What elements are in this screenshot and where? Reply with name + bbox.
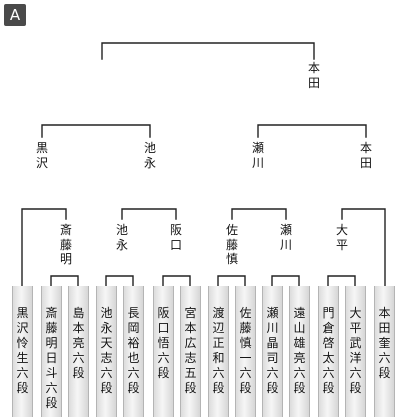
player-box-12: 門倉啓太六段: [318, 286, 339, 417]
player-box-11: 遠山雄亮六段: [289, 286, 310, 417]
player-name: 池永天志六段: [100, 306, 113, 395]
bracket-qf-1: [21, 208, 67, 287]
player-name: 阪口 悟六段: [157, 306, 182, 380]
player-box-9: 佐藤慎一六段: [235, 286, 256, 417]
player-box-4: 池永天志六段: [96, 286, 117, 417]
bracket-final: [101, 42, 315, 60]
player-box-7: 宮本広志五段: [180, 286, 201, 417]
bracket-r1-1: [50, 275, 79, 287]
player-name: 佐藤慎一六段: [239, 306, 252, 395]
round1-winner-3: 阪口: [169, 223, 182, 252]
player-name: 本田 奎六段: [378, 306, 400, 380]
player-name: 門倉啓太六段: [322, 306, 335, 395]
player-name: 瀬川晶司六段: [266, 306, 279, 395]
player-box-6: 阪口 悟六段: [153, 286, 182, 417]
player-box-5: 長岡裕也六段: [123, 286, 144, 417]
quarterfinal-winner-2: 池永: [143, 141, 156, 170]
round1-winner-2: 池永: [115, 223, 128, 252]
player-box-10: 瀬川晶司六段: [262, 286, 283, 417]
round1-winner-5: 瀬川: [279, 223, 292, 252]
player-name: 島本 亮六段: [72, 306, 97, 380]
semifinal-winner-1: 黒沢: [35, 141, 48, 170]
player-box-14: 本田 奎六段: [374, 286, 400, 417]
player-name: 宮本広志五段: [184, 306, 197, 395]
bracket-r1-4: [217, 275, 246, 287]
round1-winner-4: 佐藤慎: [225, 223, 238, 266]
player-name: 黒沢怜生六段: [16, 306, 29, 395]
bracket-qf-2: [121, 208, 177, 220]
player-box-1: 黒沢怜生六段: [12, 286, 33, 417]
block-label: A: [9, 6, 21, 24]
bracket-qf-3: [231, 208, 287, 220]
player-box-3: 島本 亮六段: [68, 286, 97, 417]
bracket-r1-5: [271, 275, 300, 287]
player-name: 大平武洋六段: [349, 306, 362, 395]
bracket-semi-left: [41, 124, 151, 138]
player-box-8: 渡辺正和六段: [208, 286, 229, 417]
semifinal-winner-2: 本田: [359, 141, 372, 170]
player-box-2: 斎藤明日斗六段: [41, 286, 62, 417]
bracket-r1-3: [162, 275, 191, 287]
player-name: 長岡裕也六段: [127, 306, 140, 395]
champion-name: 本田: [307, 61, 320, 90]
bracket-qf-4: [341, 208, 386, 287]
player-box-13: 大平武洋六段: [345, 286, 366, 417]
round1-winner-1: 斎藤明: [59, 223, 72, 266]
player-name: 遠山雄亮六段: [293, 306, 306, 395]
bracket-r1-6: [327, 275, 356, 287]
bracket-r1-2: [105, 275, 134, 287]
quarterfinal-winner-3: 瀬川: [251, 141, 264, 170]
block-label-badge: A: [4, 4, 26, 26]
round1-winner-6: 大平: [335, 223, 348, 252]
player-name: 斎藤明日斗六段: [45, 306, 58, 410]
bracket-semi-right: [257, 124, 367, 138]
player-name: 渡辺正和六段: [212, 306, 225, 395]
